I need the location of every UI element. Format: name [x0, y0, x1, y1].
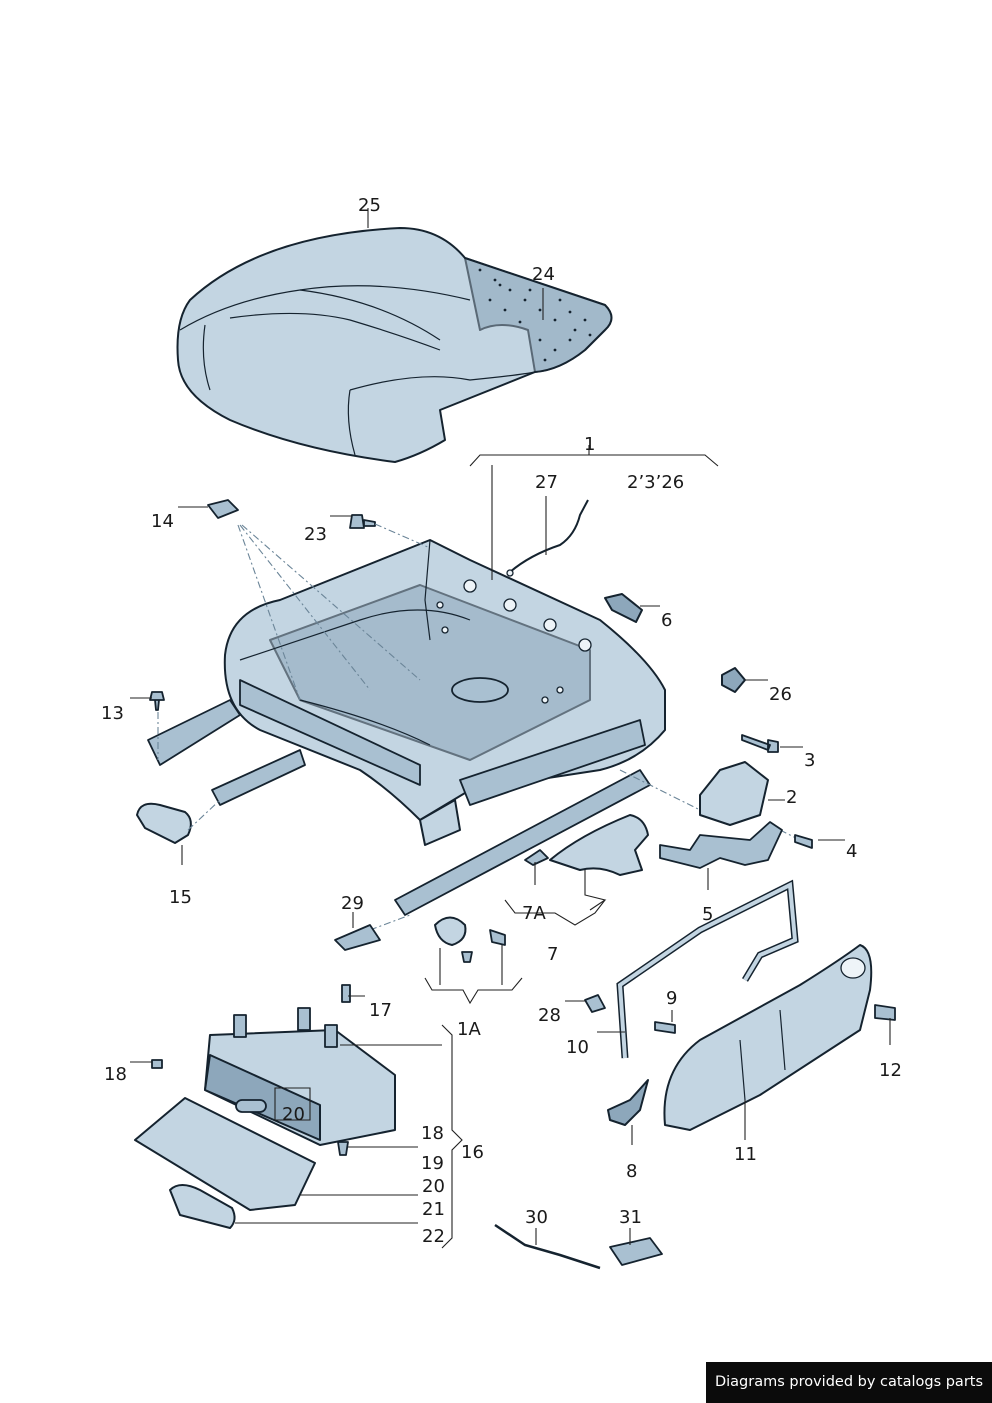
cable-27-part [509, 499, 589, 573]
tray-21-part [134, 1097, 316, 1211]
callout-4[interactable]: 4 [846, 841, 858, 862]
footer-credit: Diagrams provided by catalogs parts [706, 1362, 992, 1403]
seat-cushion-part [176, 227, 613, 463]
part-29 [334, 924, 381, 951]
clip-7a-part [524, 849, 549, 866]
screw-17-part [341, 984, 351, 1003]
callout-26[interactable]: 26 [769, 684, 792, 705]
callout-5[interactable]: 5 [702, 904, 714, 925]
seat-rails-part [147, 699, 651, 916]
handle-20-part [235, 1099, 267, 1113]
callout-12[interactable]: 12 [879, 1060, 902, 1081]
callout-18b[interactable]: 18 [421, 1123, 444, 1144]
rail-end-cover-part [136, 802, 192, 844]
callout-8[interactable]: 8 [626, 1161, 638, 1182]
pad-31-part [609, 1237, 663, 1266]
callout-2-3-26[interactable]: 2’3’26 [627, 472, 685, 493]
callout-20a[interactable]: 20 [282, 1104, 305, 1125]
rivet-12-part [874, 1004, 896, 1021]
clip-28-part [584, 994, 606, 1013]
callout-10[interactable]: 10 [566, 1037, 589, 1058]
screw-19-part [337, 1141, 349, 1156]
switch-26-part [721, 667, 746, 693]
callout-18a[interactable]: 18 [104, 1064, 127, 1085]
callout-30[interactable]: 30 [525, 1207, 548, 1228]
screw-3-part [741, 734, 779, 753]
screw-18-part [151, 1059, 163, 1069]
callout-16[interactable]: 16 [461, 1142, 484, 1163]
clip-14-part [207, 499, 239, 519]
callout-13[interactable]: 13 [101, 703, 124, 724]
callout-6[interactable]: 6 [661, 610, 673, 631]
connector-6-part [604, 593, 643, 623]
side-trim-11-part [663, 944, 873, 1131]
part-8 [607, 1079, 649, 1126]
callout-1a[interactable]: 1A [457, 1019, 481, 1040]
seat-frame-part [223, 539, 666, 821]
callout-20b[interactable]: 20 [422, 1176, 445, 1197]
callout-22[interactable]: 22 [422, 1226, 445, 1247]
callout-1[interactable]: 1 [584, 434, 596, 455]
handle-22-part [169, 1184, 236, 1229]
callout-14[interactable]: 14 [151, 511, 174, 532]
callout-2[interactable]: 2 [786, 787, 798, 808]
bracket-2-part [699, 761, 769, 826]
callout-23[interactable]: 23 [304, 524, 327, 545]
callout-21[interactable]: 21 [422, 1199, 445, 1220]
callout-17[interactable]: 17 [369, 1000, 392, 1021]
callout-7a[interactable]: 7A [522, 903, 546, 924]
callout-31[interactable]: 31 [619, 1207, 642, 1228]
cap-part [489, 929, 506, 946]
screw-part [461, 951, 473, 963]
callout-29[interactable]: 29 [341, 893, 364, 914]
cover-7-part [549, 814, 649, 876]
callout-3[interactable]: 3 [804, 750, 816, 771]
bolt-23-part [349, 514, 376, 529]
assembly-lines [157, 523, 801, 931]
motor-part [434, 916, 467, 946]
callout-15[interactable]: 15 [169, 887, 192, 908]
callout-7[interactable]: 7 [547, 944, 559, 965]
callout-11[interactable]: 11 [734, 1144, 757, 1165]
callout-27[interactable]: 27 [535, 472, 558, 493]
callout-25[interactable]: 25 [358, 195, 381, 216]
leader-lines [130, 208, 891, 1249]
callout-9[interactable]: 9 [666, 988, 678, 1009]
screw-9-part [654, 1021, 676, 1034]
callout-28[interactable]: 28 [538, 1005, 561, 1026]
screw-4-part [794, 834, 813, 849]
cable-30-part [494, 1223, 601, 1270]
bolt-13-part [149, 691, 165, 711]
support-bracket-5-part [659, 821, 783, 869]
callout-19[interactable]: 19 [421, 1153, 444, 1174]
callout-24[interactable]: 24 [532, 264, 555, 285]
